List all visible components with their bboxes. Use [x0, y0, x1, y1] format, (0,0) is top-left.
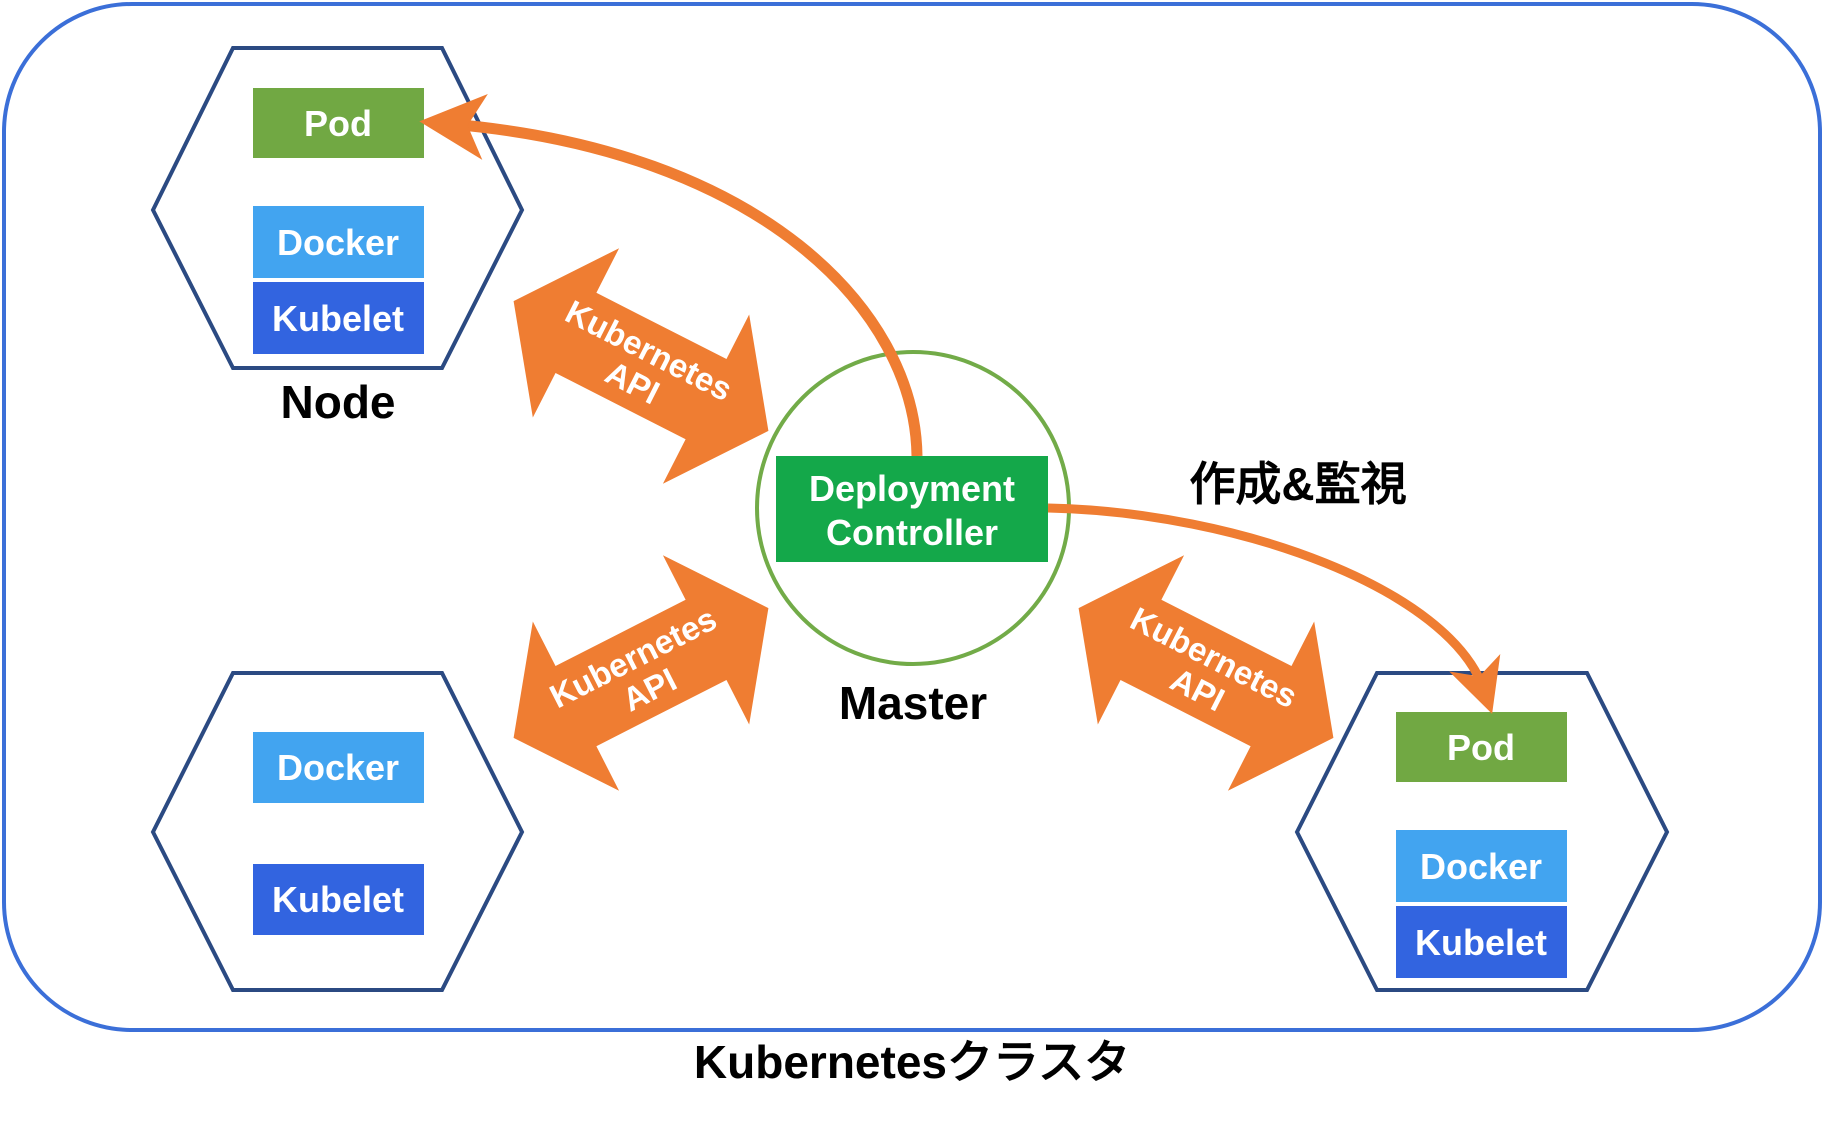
pod-label: Pod	[304, 103, 372, 144]
docker-label: Docker	[277, 747, 399, 788]
docker-box	[253, 206, 424, 278]
docker-box	[1396, 830, 1567, 902]
pod-label: Pod	[1447, 727, 1515, 768]
node-label: Node	[281, 376, 396, 428]
double-arrow-shape	[513, 555, 769, 791]
docker-label: Docker	[1420, 846, 1542, 887]
kubelet-box	[253, 282, 424, 354]
create-arrow-to-top-left-pod	[419, 94, 923, 457]
node-top-left: Pod Docker Kubelet	[150, 46, 525, 370]
master-label: Master	[839, 677, 987, 729]
pod-box	[253, 88, 424, 158]
docker-box	[253, 732, 424, 803]
kubelet-box	[1396, 906, 1567, 978]
kubelet-label: Kubelet	[272, 879, 404, 920]
api-arrow-bottom-left: Kubernetes API	[513, 555, 769, 791]
kubelet-label: Kubelet	[1415, 922, 1547, 963]
pod-box	[1396, 712, 1567, 782]
node-bottom-left: Docker Kubelet	[150, 671, 525, 992]
deployment-controller-box	[776, 456, 1048, 562]
docker-label: Docker	[277, 222, 399, 263]
controller-label-line2: Controller	[826, 512, 998, 553]
kubelet-label: Kubelet	[272, 298, 404, 339]
create-arrow-to-right-pod	[1047, 503, 1501, 714]
create-monitor-label: 作成&監視	[1189, 458, 1406, 510]
node-right: Pod Docker Kubelet	[1294, 671, 1670, 992]
cluster-label: Kubernetesクラスタ	[694, 1036, 1130, 1088]
node-hexagon	[150, 671, 525, 992]
double-arrow-shape	[1078, 555, 1334, 791]
double-arrow-shape	[513, 248, 769, 484]
controller-label-line1: Deployment	[809, 468, 1015, 509]
kubelet-box	[253, 864, 424, 935]
